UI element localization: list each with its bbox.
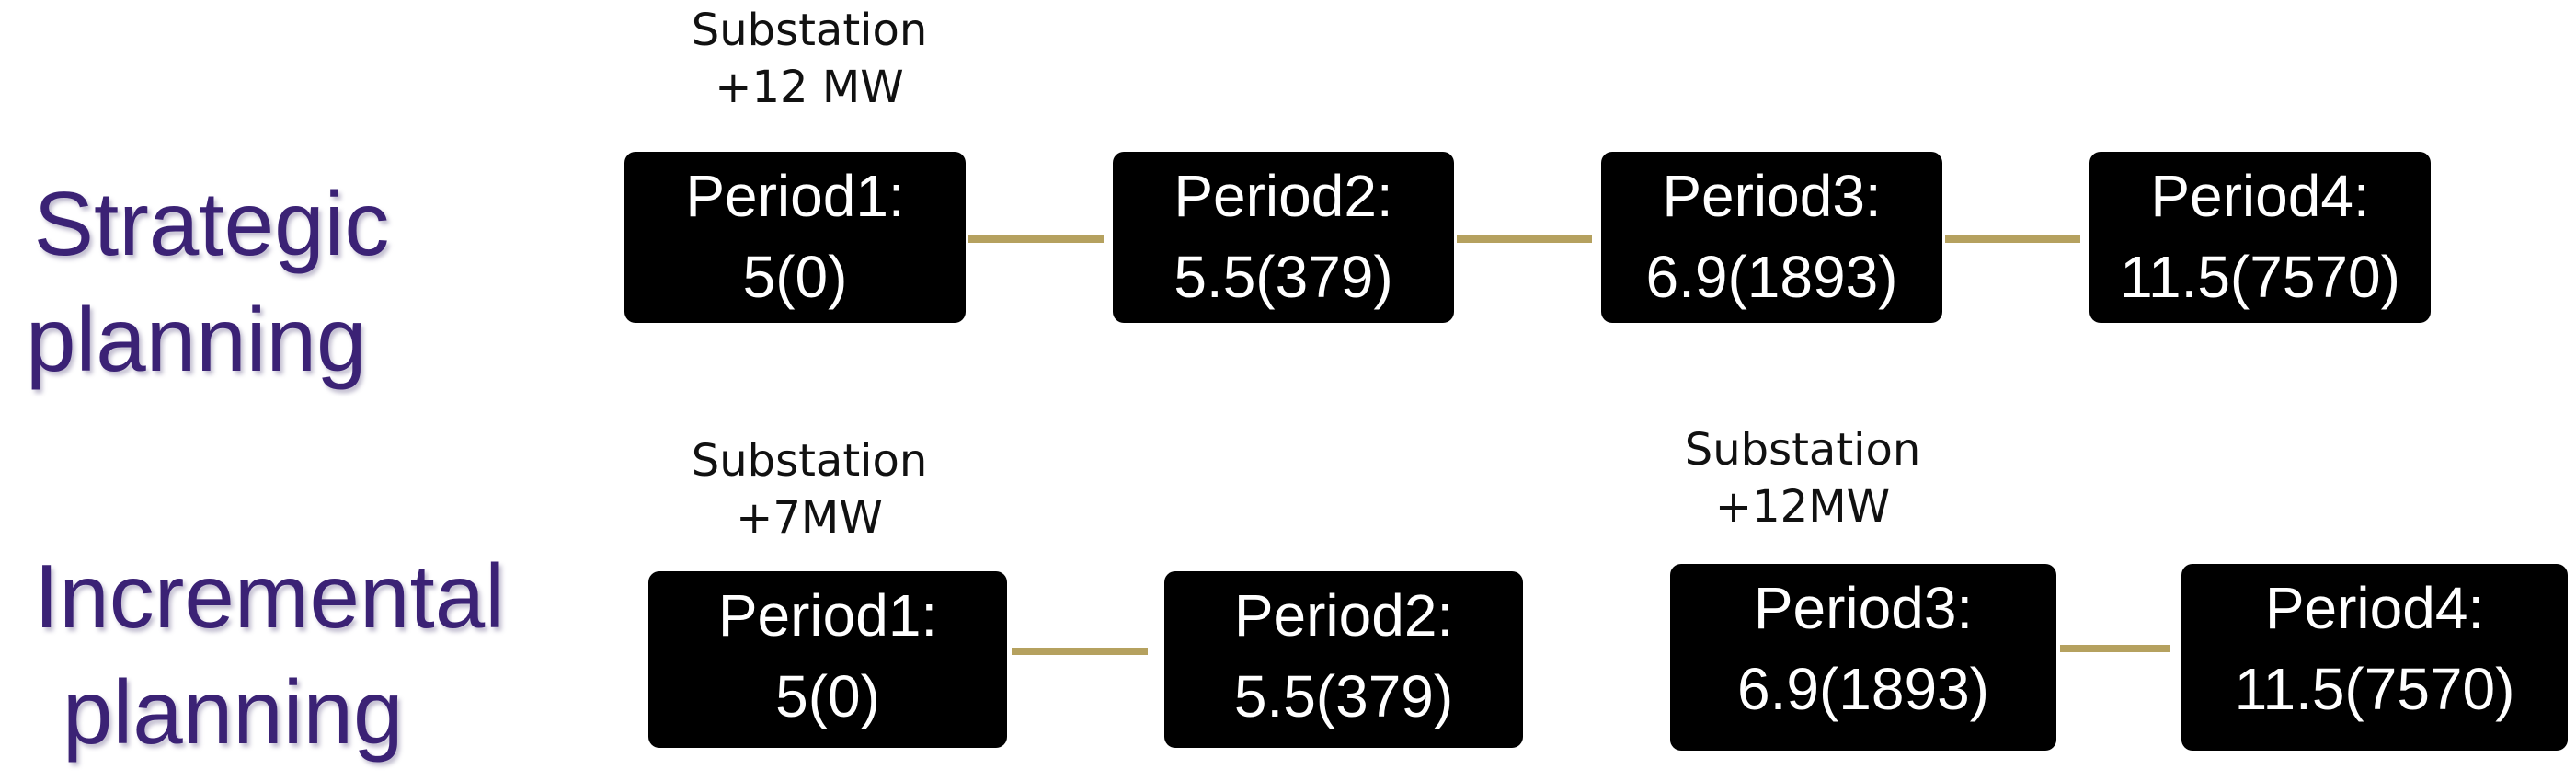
period-value: 11.5(7570) xyxy=(2234,656,2515,722)
strategic-period3-box: Period3: 6.9(1893) xyxy=(1601,152,1942,323)
substation-note-line2: +12 MW xyxy=(715,62,904,113)
incremental-planning-label: Incremental planning xyxy=(7,538,532,770)
period-name: Period2: xyxy=(1174,163,1393,229)
period-value: 5.5(379) xyxy=(1233,663,1454,729)
strategic-label-line1: Strategic xyxy=(33,173,390,274)
period-value: 5(0) xyxy=(775,663,880,729)
strategic-connector-2-3 xyxy=(1457,235,1592,243)
substation-note-line2: +12MW xyxy=(1714,481,1891,533)
period-value: 5.5(379) xyxy=(1174,244,1393,310)
period-name: Period1: xyxy=(717,582,938,649)
period-value: 6.9(1893) xyxy=(1645,244,1898,310)
strategic-connector-3-4 xyxy=(1945,235,2080,243)
incremental-connector-3-4 xyxy=(2060,645,2170,652)
incremental-period3-box: Period3: 6.9(1893) xyxy=(1670,564,2056,751)
strategic-label-line2: planning xyxy=(26,289,367,390)
incremental-substation-note-1: Substation +7MW xyxy=(644,432,975,546)
strategic-connector-1-2 xyxy=(968,235,1104,243)
strategic-substation-note: Substation +12 MW xyxy=(644,2,975,116)
period-name: Period2: xyxy=(1233,582,1454,649)
incremental-label-line2: planning xyxy=(63,661,404,763)
period-name: Period3: xyxy=(1753,575,1974,641)
period-name: Period1: xyxy=(685,163,905,229)
strategic-period2-box: Period2: 5.5(379) xyxy=(1113,152,1454,323)
strategic-period1-box: Period1: 5(0) xyxy=(624,152,966,323)
period-name: Period4: xyxy=(2150,163,2370,229)
incremental-period4-box: Period4: 11.5(7570) xyxy=(2181,564,2568,751)
incremental-period1-box: Period1: 5(0) xyxy=(648,571,1007,748)
substation-note-line1: Substation xyxy=(1684,424,1921,476)
strategic-period4-box: Period4: 11.5(7570) xyxy=(2089,152,2431,323)
period-value: 5(0) xyxy=(742,244,848,310)
period-name: Period4: xyxy=(2264,575,2485,641)
incremental-substation-note-2: Substation +12MW xyxy=(1637,421,1968,535)
period-value: 6.9(1893) xyxy=(1737,656,1989,722)
incremental-connector-1-2 xyxy=(1012,648,1148,655)
period-name: Period3: xyxy=(1662,163,1882,229)
substation-note-line1: Substation xyxy=(691,5,928,56)
substation-note-line2: +7MW xyxy=(736,492,883,544)
incremental-label-line1: Incremental xyxy=(33,546,505,647)
incremental-period2-box: Period2: 5.5(379) xyxy=(1164,571,1523,748)
substation-note-line1: Substation xyxy=(691,435,928,487)
strategic-planning-label: Strategic planning xyxy=(9,166,414,397)
period-value: 11.5(7570) xyxy=(2120,244,2400,310)
